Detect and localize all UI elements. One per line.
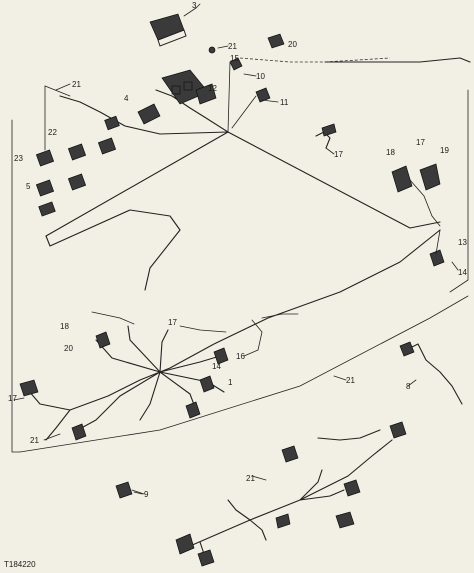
callout-leaders — [13, 3, 459, 495]
callout-number: 23 — [14, 154, 23, 163]
callout-number: 18 — [386, 148, 395, 157]
ground-bracket — [115, 481, 133, 499]
callout-number: 20 — [64, 344, 73, 353]
pigtail-right-plug — [321, 123, 337, 137]
callout-number: 21 — [30, 436, 39, 445]
callout-number: 14 — [212, 362, 221, 371]
callout-number: 13 — [458, 238, 467, 247]
callout-number: 21 — [346, 376, 355, 385]
curved-harness-plug — [399, 341, 415, 357]
callout-number: 5 — [26, 182, 31, 191]
callout-number: 17 — [334, 150, 343, 159]
upper-right-lead — [324, 57, 471, 63]
callout-number: 18 — [60, 322, 69, 331]
callout-number: 1 — [228, 378, 233, 387]
top-center-connectors — [208, 33, 285, 133]
callout-number: 4 — [124, 94, 129, 103]
callout-number: 15 — [230, 54, 239, 63]
callout-number: 3 — [192, 1, 197, 10]
right-connector-group — [391, 163, 445, 267]
callout-number: 16 — [236, 352, 245, 361]
curved-harness-right — [405, 343, 463, 405]
figure-id: T184220 — [4, 560, 36, 569]
fuse-block — [137, 69, 217, 125]
callout-number: 8 — [406, 382, 411, 391]
callout-number: 20 — [288, 40, 297, 49]
callout-number: 10 — [256, 72, 265, 81]
relay-cluster-left — [35, 85, 120, 217]
callout-number: 22 — [48, 128, 57, 137]
callout-number: 17 — [8, 394, 17, 403]
diagonal-main-harness — [69, 229, 441, 411]
relay-module-top — [149, 7, 197, 47]
upper-dashed-harness — [239, 57, 391, 63]
rear-crossmember-harness — [155, 89, 229, 133]
callout-number: 17 — [168, 318, 177, 327]
callout-number: 12 — [208, 84, 217, 93]
main-frame-harness-lower — [45, 209, 181, 291]
callout-number: 14 — [458, 268, 467, 277]
bottom-frame-line — [19, 295, 469, 453]
callout-number: 21 — [246, 474, 255, 483]
left-frame-line — [11, 119, 21, 453]
callout-number: 11 — [280, 98, 289, 107]
callout-number: 21 — [72, 80, 81, 89]
callout-number: 19 — [440, 146, 449, 155]
main-frame-harness — [45, 131, 441, 237]
right-frame-line — [449, 89, 469, 293]
bottom-harness-assembly — [175, 421, 407, 567]
callout-number: 9 — [144, 490, 149, 499]
lower-harness-hub — [19, 311, 299, 441]
callout-number: 17 — [416, 138, 425, 147]
callout-number: 21 — [228, 42, 237, 51]
